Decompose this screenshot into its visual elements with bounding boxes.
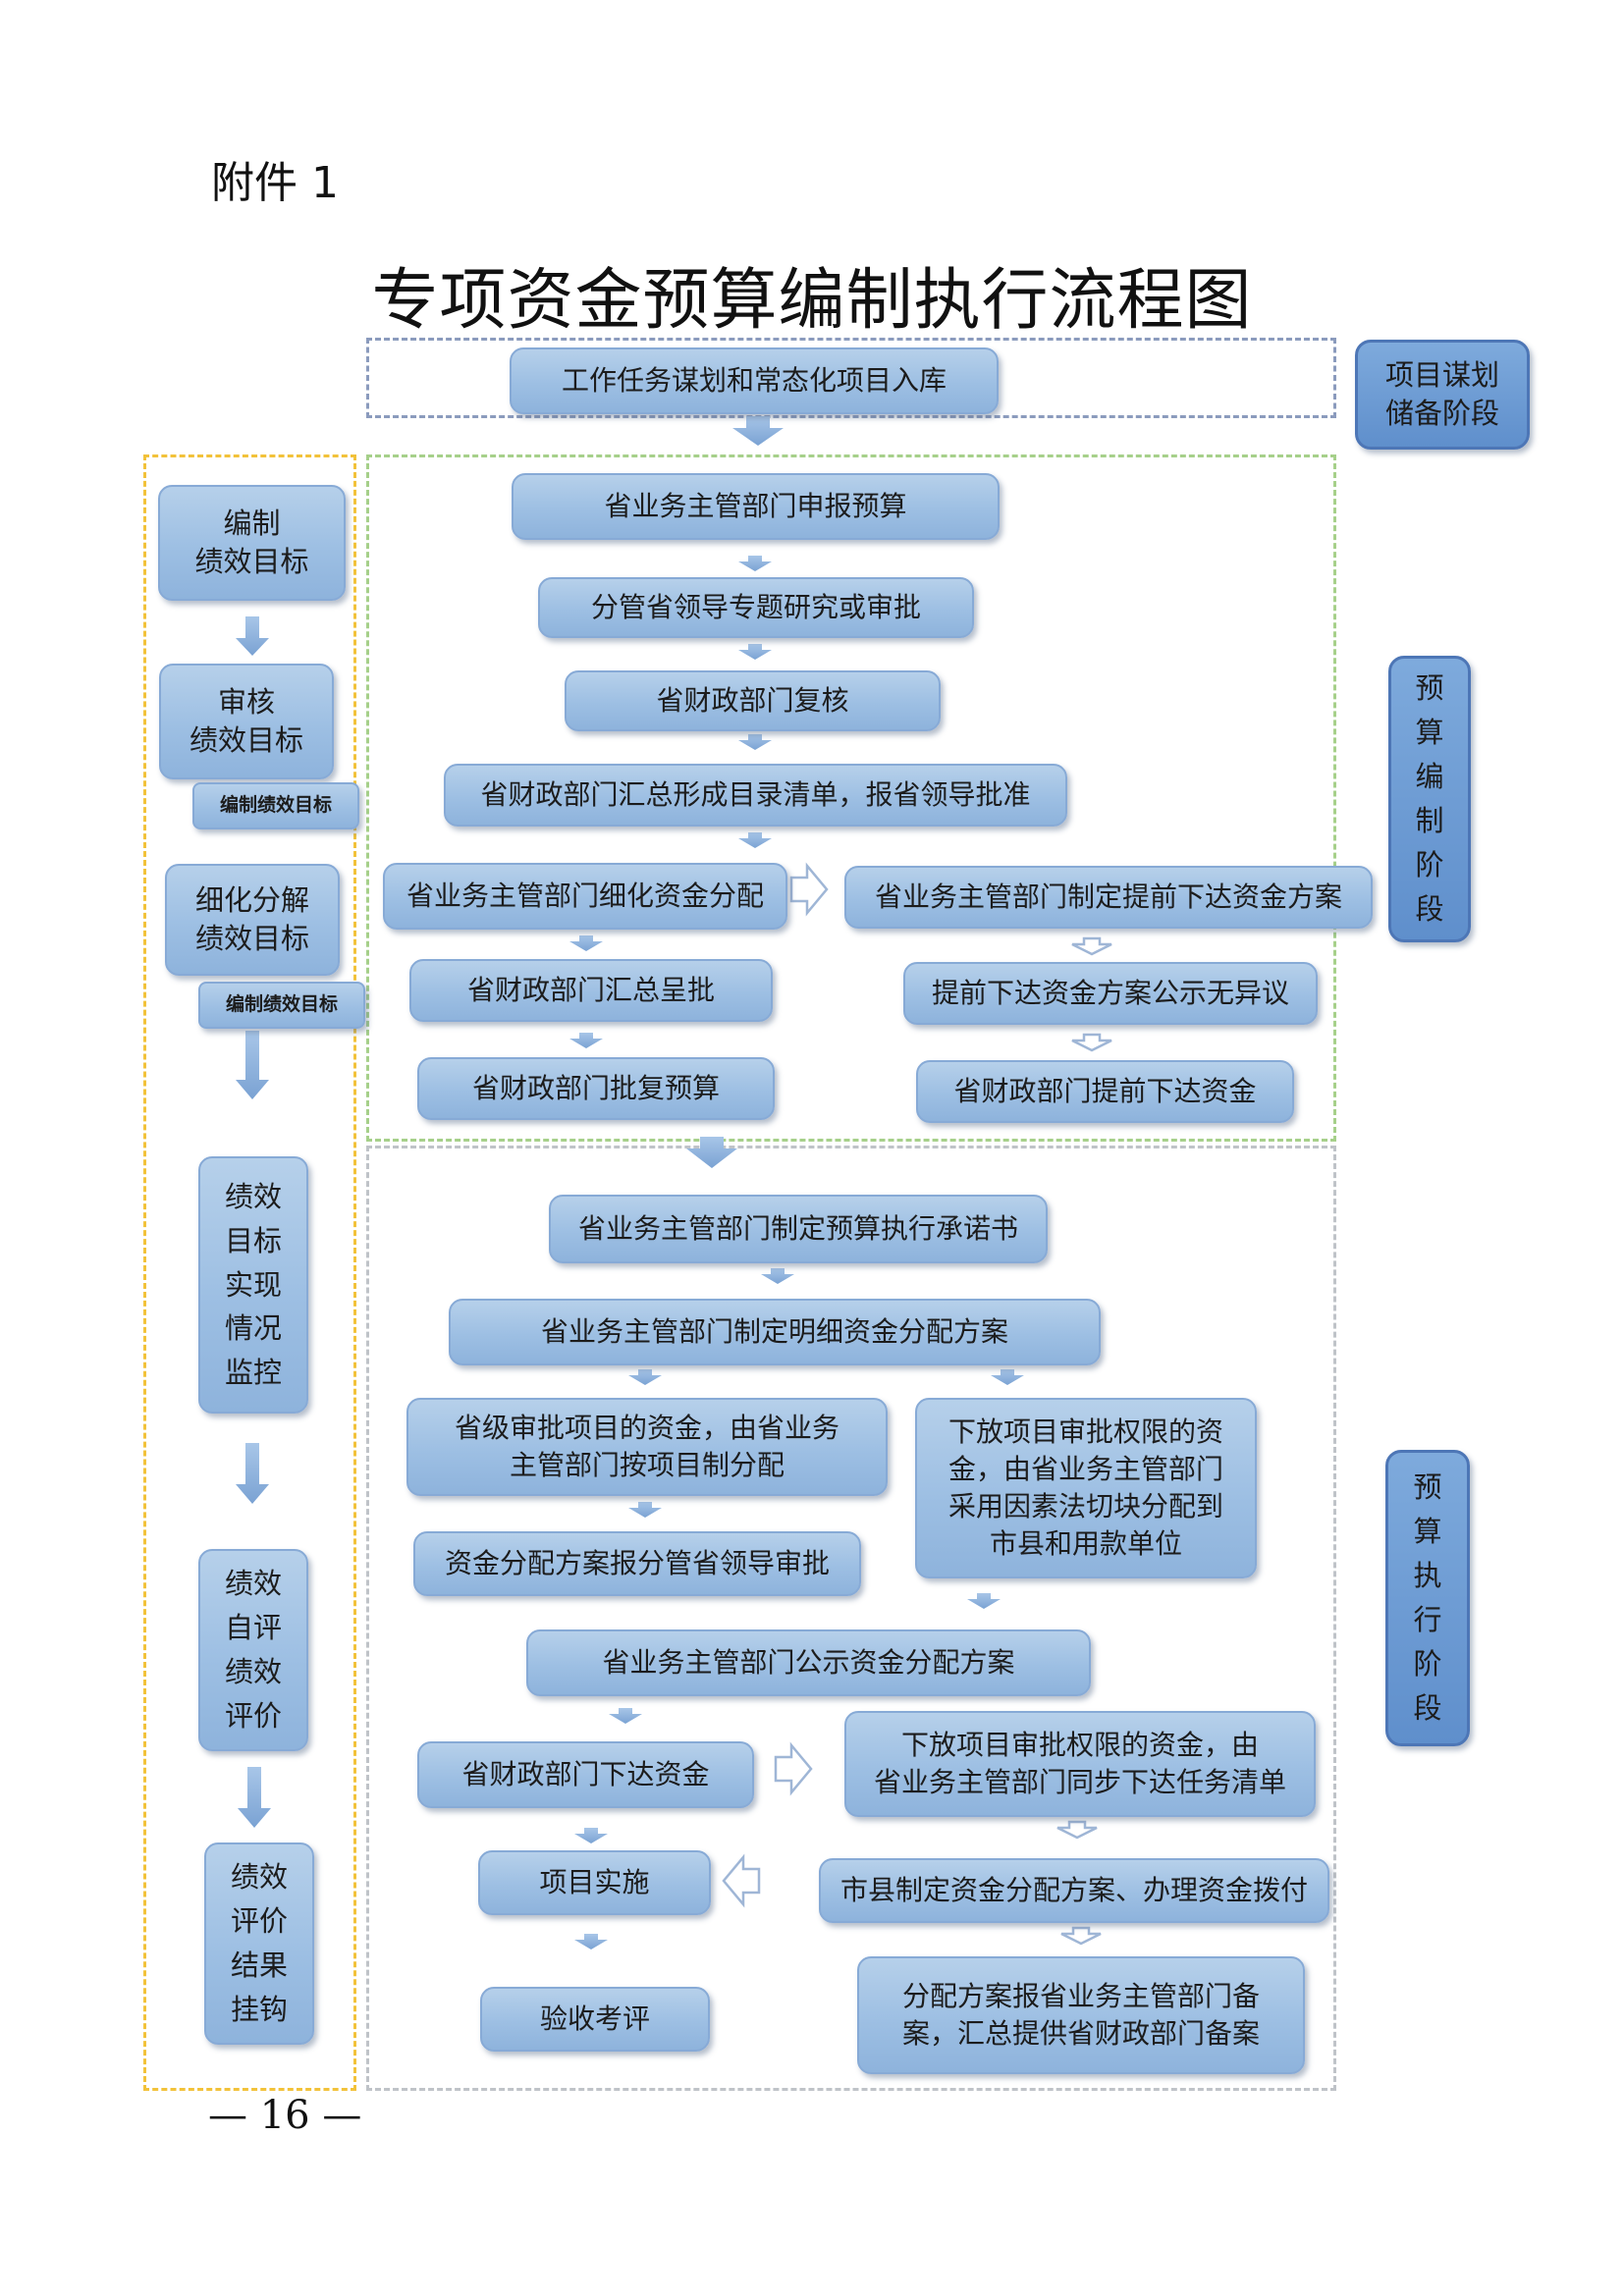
node-leader-review: 分管省领导专题研究或审批	[538, 577, 974, 638]
node-project-planning: 工作任务谋划和常态化项目入库	[510, 347, 999, 414]
performance-region	[143, 454, 356, 2091]
node-issue-funds: 省财政部门下达资金	[417, 1741, 754, 1808]
arrow-down-hollow	[1071, 1033, 1112, 1052]
arrow-down-hollow	[1056, 1820, 1098, 1840]
node-publicize-plan: 省业务主管部门公示资金分配方案	[526, 1629, 1091, 1696]
node-acceptance: 验收考评	[480, 1987, 710, 2052]
arrow-down	[236, 616, 269, 656]
stage-planning: 项目谋划 储备阶段	[1355, 340, 1530, 450]
arrow-down	[738, 832, 772, 848]
node-implementation: 项目实施	[478, 1850, 711, 1915]
perf-compile-goals-tag-2: 编制绩效目标	[198, 982, 365, 1029]
arrow-down	[738, 734, 772, 750]
arrow-down	[738, 644, 772, 660]
arrow-down	[628, 1369, 662, 1385]
arrow-down	[238, 1767, 271, 1828]
stage-compilation: 预 算 编 制 阶 段	[1388, 656, 1471, 942]
page-title: 专项资金预算编制执行流程图	[371, 262, 1253, 340]
planning-region	[366, 338, 1336, 418]
node-approve-budget: 省财政部门批复预算	[417, 1057, 775, 1120]
arrow-down	[628, 1502, 662, 1518]
arrow-down	[967, 1593, 1001, 1609]
node-catalog-list: 省财政部门汇总形成目录清单，报省领导批准	[444, 764, 1067, 827]
arrow-left-hollow	[722, 1853, 761, 1908]
perf-self-evaluation: 绩效 自评 绩效 评价	[198, 1549, 308, 1751]
node-refine-allocation: 省业务主管部门细化资金分配	[383, 863, 787, 930]
node-advance-publicity: 提前下达资金方案公示无异议	[903, 962, 1318, 1025]
perf-monitoring: 绩效 目标 实现 情况 监控	[198, 1156, 308, 1414]
arrow-down	[236, 1443, 269, 1504]
arrow-right-hollow	[774, 1741, 813, 1796]
node-declare-budget: 省业务主管部门申报预算	[512, 473, 1000, 540]
node-provincial-projects: 省级审批项目的资金，由省业务 主管部门按项目制分配	[406, 1398, 888, 1496]
node-advance-funds: 省财政部门提前下达资金	[916, 1060, 1294, 1123]
node-delegated-projects: 下放项目审批权限的资 金，由省业务主管部门 采用因素法切块分配到 市县和用款单位	[915, 1398, 1257, 1578]
perf-result-linkage: 绩效 评价 结果 挂钩	[204, 1842, 314, 2045]
node-advance-plan: 省业务主管部门制定提前下达资金方案	[844, 866, 1373, 929]
node-filing: 分配方案报省业务主管部门备 案，汇总提供省财政部门备案	[857, 1956, 1305, 2074]
stage-execution: 预 算 执 行 阶 段	[1385, 1450, 1470, 1746]
arrow-down	[574, 1828, 608, 1843]
perf-decompose-goals: 细化分解 绩效目标	[165, 864, 340, 976]
arrow-down	[569, 935, 603, 951]
node-task-list: 下放项目审批权限的资金，由 省业务主管部门同步下达任务清单	[844, 1711, 1316, 1817]
arrow-down	[686, 1137, 737, 1168]
node-finance-recheck: 省财政部门复核	[565, 670, 941, 731]
arrow-down	[732, 416, 784, 446]
perf-compile-goals-tag: 编制绩效目标	[192, 782, 359, 829]
node-plan-leader-approval: 资金分配方案报分管省领导审批	[413, 1531, 861, 1596]
arrow-down-hollow	[1071, 936, 1112, 956]
arrow-down	[236, 1031, 269, 1099]
arrow-down	[738, 556, 772, 571]
node-commitment: 省业务主管部门制定预算执行承诺书	[549, 1195, 1048, 1263]
node-detailed-plan: 省业务主管部门制定明细资金分配方案	[449, 1299, 1101, 1365]
page-number: — 16 —	[208, 2093, 362, 2138]
perf-compile-goals: 编制 绩效目标	[158, 485, 346, 601]
arrow-down	[761, 1268, 794, 1284]
node-county-allocation: 市县制定资金分配方案、办理资金拨付	[819, 1858, 1329, 1923]
node-finance-summary: 省财政部门汇总呈批	[409, 959, 773, 1022]
perf-review-goals: 审核 绩效目标	[159, 664, 334, 779]
arrow-down-hollow	[1060, 1926, 1102, 1946]
arrow-down	[574, 1934, 608, 1949]
execution-region	[366, 1146, 1336, 2091]
arrow-down	[609, 1708, 642, 1724]
arrow-right-hollow	[789, 862, 829, 917]
compilation-region	[366, 454, 1336, 1142]
arrow-down	[569, 1033, 603, 1048]
arrow-down	[991, 1369, 1024, 1385]
attachment-label: 附件 1	[211, 158, 339, 208]
